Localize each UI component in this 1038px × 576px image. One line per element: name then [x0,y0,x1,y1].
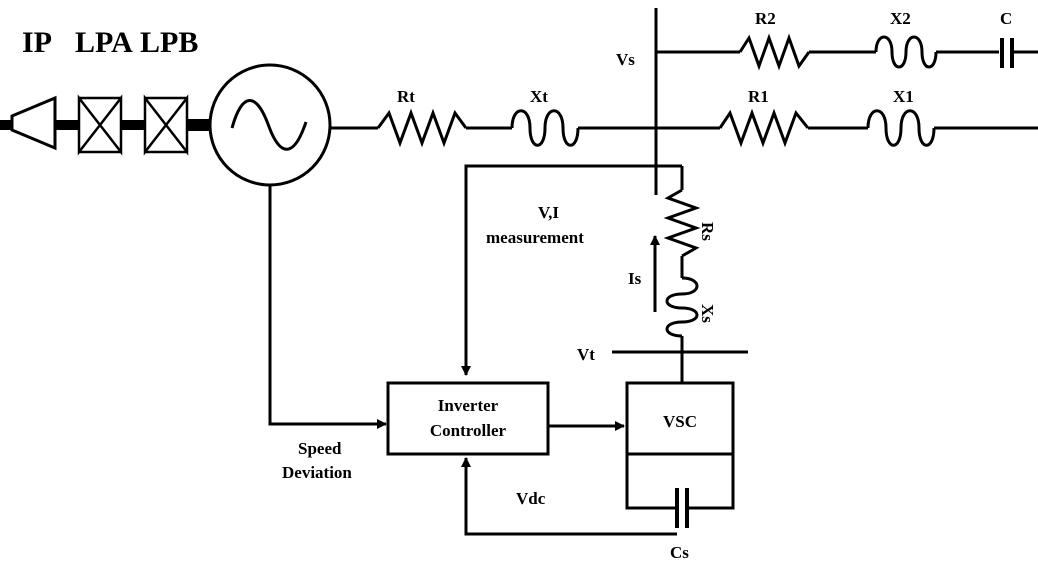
vi-label-line2: measurement [486,228,584,247]
shaft-segment-2 [121,120,145,130]
xs-reactor [665,276,699,338]
is-label: Is [628,269,642,288]
shaft-segment-1 [55,120,79,130]
r1-label: R1 [748,87,769,106]
r2-resistor [738,33,811,71]
vs-label: Vs [616,50,635,69]
vt-label: Vt [577,345,595,364]
speed-label-line2: Deviation [282,463,352,482]
x1-reactor [866,109,936,147]
controller-label-line1: Inverter [438,396,499,415]
vi-label-line1: V,I [538,203,559,222]
controller-label-line2: Controller [430,421,507,440]
lpb-label: LPB [140,26,198,59]
r2-label: R2 [755,9,776,28]
c-capacitor [1000,38,1014,68]
xt-reactor [510,109,580,147]
x2-label: X2 [890,9,911,28]
xt-label: Xt [530,87,548,106]
turbine-shaft-assembly [0,94,211,156]
rs-resistor [663,188,701,258]
speed-label-line1: Speed [298,439,342,458]
vi-measurement-line [461,164,682,376]
x1-label: X1 [893,87,914,106]
lpa-label: LPA [75,26,133,59]
ip-label: IP [22,26,52,59]
inverter-controller-block [386,381,550,456]
vdc-label: Vdc [516,489,546,508]
x2-reactor [874,35,938,69]
xs-label: Xs [698,304,717,323]
rt-resistor [376,108,468,148]
shaft-segment-3 [187,119,211,131]
vsc-label: VSC [663,412,697,431]
r1-resistor [718,108,810,148]
cs-capacitor [675,488,689,528]
vdc-feedback-line [461,457,677,536]
c-label: C [1000,9,1012,28]
speed-deviation-line [268,185,387,429]
vsc-block [625,381,735,456]
ip-turbine [10,95,57,151]
generator-icon [208,63,332,187]
rs-label: Rs [698,222,717,241]
lpb-turbine [143,94,189,156]
rt-label: Rt [397,87,415,106]
lpa-turbine [77,94,123,156]
cs-label: Cs [670,543,689,562]
shaft-end [0,120,12,130]
